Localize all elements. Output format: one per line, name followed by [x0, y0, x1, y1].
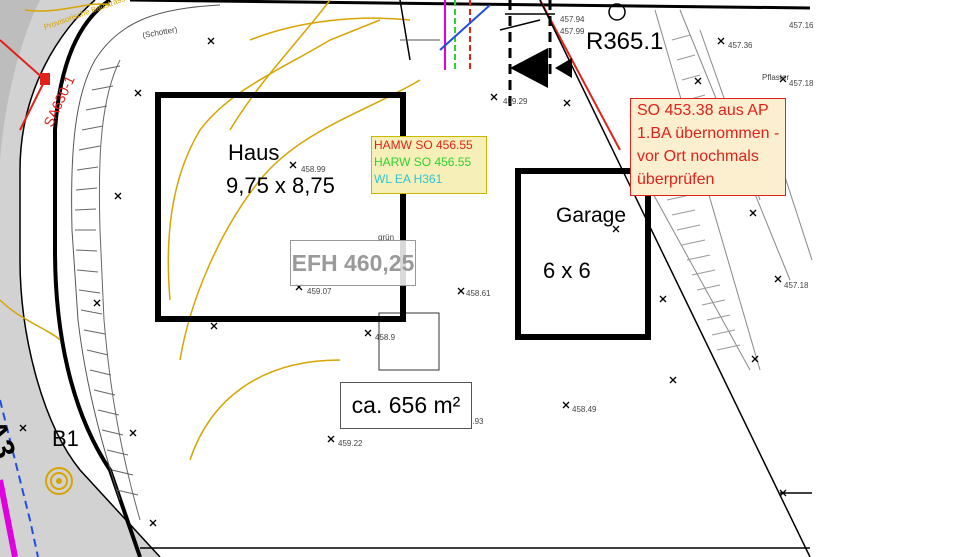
- garage-dimensions: 6 x 6: [543, 258, 591, 283]
- slope-hatch: [666, 34, 741, 351]
- magenta-line: [0, 479, 18, 557]
- garage-outline: [515, 168, 651, 340]
- red-leader: [539, 0, 621, 151]
- legend-item-wl: WL EA H361: [374, 172, 443, 186]
- street-asphalt: [0, 0, 160, 557]
- line-legend: HAMW SO 456.55 HARW SO 456.55 WL EA H361: [371, 136, 487, 194]
- area-label: ca. 656 m²: [340, 382, 472, 429]
- curb-line: [19, 0, 161, 557]
- small-square: [378, 312, 440, 371]
- svg-text:458.99: 458.99: [301, 165, 326, 174]
- survey-point-circle: [608, 3, 626, 21]
- note-line-1: SO 453.38 aus AP: [637, 102, 769, 119]
- svg-text:grün: grün: [378, 233, 394, 242]
- contour-lines: [0, 0, 421, 461]
- svg-text:457.18: 457.18: [784, 281, 809, 290]
- blue-dashed-line: [0, 399, 39, 557]
- note-box: SO 453.38 aus AP 1.BA übernommen - vor O…: [630, 98, 786, 196]
- arrow-left: [510, 48, 548, 88]
- street-strip: [0, 0, 40, 160]
- manhole-label: B1: [52, 426, 79, 451]
- svg-text:459.07: 459.07: [307, 287, 332, 296]
- kerb-curve-inner: [71, 4, 221, 501]
- note-line-2: 1.BA übernommen -: [637, 125, 780, 142]
- legend-item-hamw: HAMW SO 456.55: [374, 138, 473, 152]
- svg-text:457.94: 457.94: [560, 15, 585, 24]
- svg-text:458.49: 458.49: [572, 405, 597, 414]
- efh-label: EFH 460,25: [290, 240, 416, 286]
- house-label: Haus: [228, 140, 280, 165]
- house-outline: [155, 92, 406, 322]
- svg-text:459.29: 459.29: [503, 97, 528, 106]
- note-line-3: vor Ort nochmals: [637, 148, 759, 165]
- svg-text:457.99: 457.99: [560, 27, 585, 36]
- paving-hatch: [74, 65, 139, 496]
- svg-text:Pflaster: Pflaster: [762, 73, 789, 82]
- svg-text:459.22: 459.22: [338, 439, 363, 448]
- manhole-mid: [50, 472, 68, 490]
- svg-text:457.16: 457.16: [789, 21, 814, 30]
- manhole-outer: [45, 467, 73, 495]
- svg-text:457.18: 457.18: [789, 79, 814, 88]
- note-line-4: überprüfen: [637, 171, 715, 188]
- manhole-inner: [56, 478, 62, 484]
- hatch-border: [98, 59, 141, 521]
- red-marker: [40, 73, 50, 85]
- house-dimensions: 9,75 x 8,75: [226, 173, 335, 198]
- legend-item-harw: HARW SO 456.55: [374, 155, 472, 169]
- boundary-lines: [140, 0, 812, 557]
- svg-text:(Schotter): (Schotter): [142, 25, 178, 40]
- garage-label: Garage: [556, 204, 627, 227]
- radius-label: R365.1: [586, 28, 664, 55]
- utility-lines: [439, 0, 491, 70]
- kerb-curve: [53, 0, 142, 557]
- svg-text:458.61: 458.61: [466, 289, 491, 298]
- svg-text:457.36: 457.36: [728, 41, 753, 50]
- arrow-right: [555, 58, 572, 78]
- svg-text:458.9: 458.9: [375, 333, 396, 342]
